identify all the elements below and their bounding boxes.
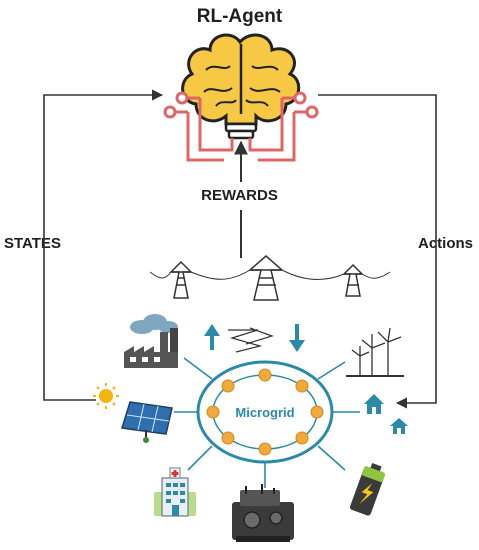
brain-icon [181,33,301,140]
microgrid-spokes [174,357,360,488]
house-icon [364,394,408,434]
actions-arrow [318,94,437,409]
transmission-towers-icon [149,255,391,301]
solar-panel-icon [121,401,173,443]
states-label: STATES [4,235,61,252]
factory-icon [124,314,178,368]
diagram-title: RL-Agent [196,6,283,27]
battery-icon [349,463,385,516]
generator-icon [232,484,294,542]
hospital-icon [154,467,196,517]
sun-icon [93,383,119,409]
circuit-icon [163,91,319,162]
microgrid-label: Microgrid [235,405,294,420]
energy-flow-icon [204,324,305,353]
rewards-label: REWARDS [201,187,278,204]
microgrid-ring: Microgrid [196,360,334,464]
actions-label: Actions [417,235,473,252]
wind-turbines-icon [346,327,404,377]
states-arrow [43,89,164,401]
